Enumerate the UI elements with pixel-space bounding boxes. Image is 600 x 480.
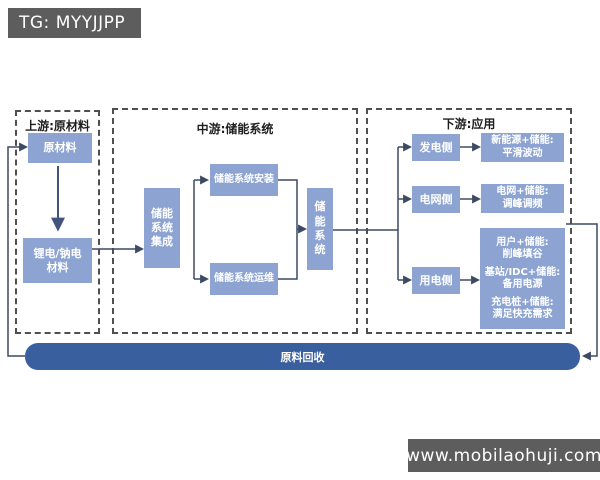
node-system-installation: 储能系统安装 — [210, 164, 278, 196]
panel-midstream-title: 中游:储能系统 — [196, 122, 274, 136]
node-raw-material: 原材料 — [28, 133, 92, 163]
watermark-top-left-text: TG: MYYJJPP — [19, 13, 126, 33]
consumption-app-charging-pile: 充电桩+储能: 满足快充需求 — [491, 296, 554, 320]
node-grid-app: 电网+储能: 调峰调频 — [481, 184, 564, 213]
node-storage-system: 储 能 系 统 — [307, 188, 333, 270]
node-generation-app: 新能源+储能: 平滑波动 — [481, 133, 564, 162]
watermark-bottom-right: www.mobilaohuji.com — [406, 439, 600, 472]
watermark-bottom-right-text: www.mobilaohuji.com — [406, 445, 600, 466]
panel-downstream-title: 下游:应用 — [442, 117, 496, 131]
recycle-bar: 原料回收 — [25, 343, 580, 370]
node-generation-side: 发电侧 — [412, 134, 460, 161]
node-consumption-apps: 用户+储能: 削峰填谷 基站/IDC+储能: 备用电源 充电桩+储能: 满足快充… — [480, 228, 565, 329]
watermark-top-left: TG: MYYJJPP — [8, 8, 141, 38]
node-grid-side: 电网侧 — [412, 186, 460, 213]
node-system-integration: 储能 系统 集成 — [144, 188, 180, 268]
panel-midstream: 中游:储能系统 — [112, 108, 358, 334]
consumption-app-basestation-idc: 基站/IDC+储能: 备用电源 — [484, 266, 561, 290]
node-consumption-side: 用电侧 — [412, 267, 460, 294]
panel-upstream-title: 上游:原材料 — [25, 119, 90, 133]
recycle-bar-label: 原料回收 — [280, 350, 325, 364]
panel-downstream: 下游:应用 — [366, 108, 572, 334]
consumption-app-user: 用户+储能: 削峰填谷 — [496, 236, 549, 260]
node-battery-material: 锂电/钠电 材料 — [23, 238, 92, 283]
node-system-operation: 储能系统运维 — [210, 263, 278, 295]
